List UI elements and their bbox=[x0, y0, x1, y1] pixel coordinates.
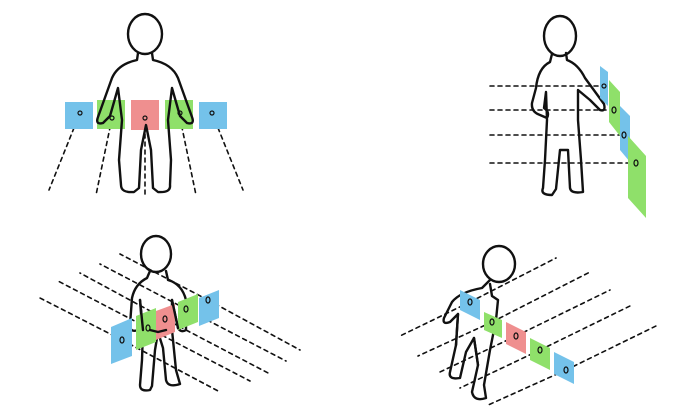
human-figure bbox=[442, 244, 517, 401]
panel-green bbox=[628, 136, 646, 218]
scene-three-quarter-view bbox=[39, 234, 301, 393]
scene-front-view bbox=[48, 12, 244, 196]
panel-blue bbox=[111, 318, 132, 364]
panel-green bbox=[178, 294, 198, 330]
projection-rays bbox=[399, 257, 657, 407]
panel-red bbox=[506, 322, 526, 354]
human-figure bbox=[530, 14, 606, 197]
projection-rays bbox=[48, 112, 244, 196]
panel-blue bbox=[600, 66, 608, 106]
panel-blue bbox=[65, 102, 93, 129]
panel-blue bbox=[199, 290, 219, 326]
panel-green bbox=[609, 80, 620, 136]
projection-rays bbox=[489, 85, 637, 164]
scene-bending-view bbox=[399, 244, 657, 407]
human-figure bbox=[95, 12, 195, 194]
panel-green bbox=[530, 338, 550, 370]
panel-blue bbox=[620, 106, 630, 162]
panel-blue bbox=[199, 102, 227, 129]
scene-side-view bbox=[489, 14, 646, 218]
